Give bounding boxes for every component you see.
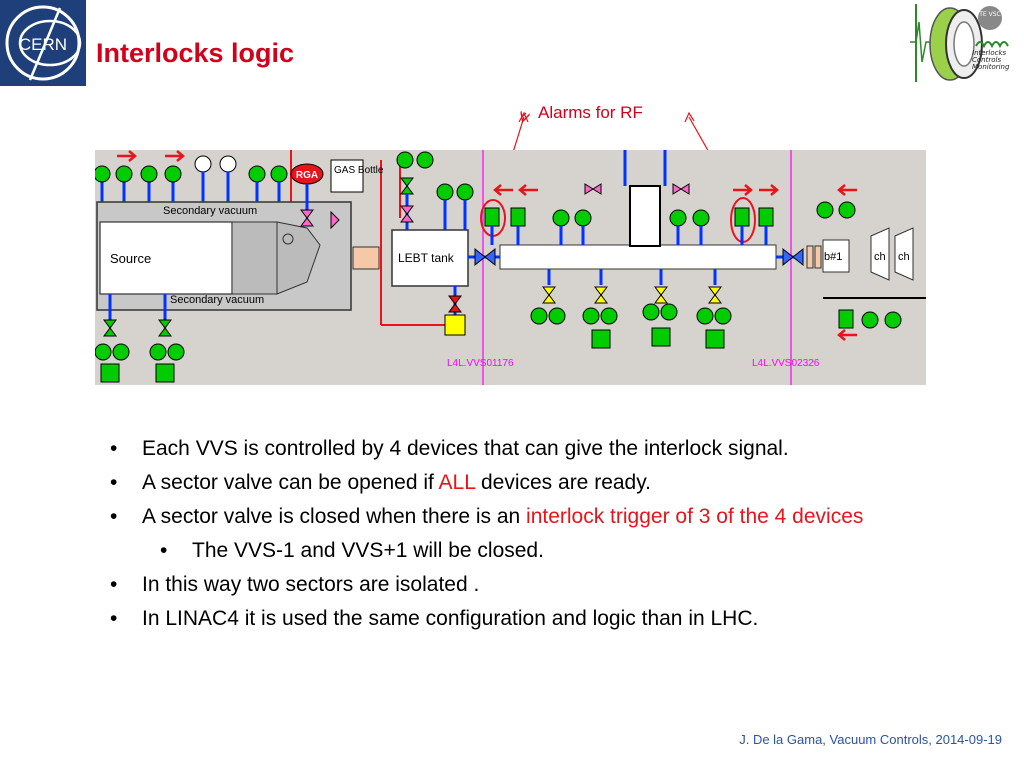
te-vsc-text: TE VSC	[978, 11, 1000, 18]
bullet-list: Each VVS is controlled by 4 devices that…	[110, 432, 950, 636]
vvs1-valve	[474, 247, 486, 267]
page-title: Interlocks logic	[96, 38, 295, 68]
bullet-item: The VVS-1 and VVS+1 will be closed.	[110, 534, 950, 568]
cern-logo: CERN	[0, 0, 86, 86]
bullet-text: A sector valve is closed when there is a…	[142, 505, 527, 528]
vacuum-synoptic: Secondary vacuum Secondary vacuum Source	[95, 150, 926, 385]
gas-label: GAS Bottle	[334, 165, 384, 176]
icm-logo-text: Interlocks Controls Monitoring	[972, 49, 1010, 71]
bullet-text-highlight: ALL	[438, 471, 476, 494]
vvs2-label: L4L.VVS02326	[752, 358, 820, 369]
ch1-label: ch	[874, 251, 886, 263]
vvs2-valve	[782, 247, 794, 267]
ch2-label: ch	[898, 251, 910, 263]
bullet-item: In this way two sectors are isolated .	[110, 568, 950, 602]
rga-label: RGA	[296, 170, 318, 181]
bullet-text: In this way two sectors are isolated .	[142, 573, 480, 596]
b1-label: b#1	[824, 251, 842, 263]
bullet-text: A sector valve can be opened if	[142, 471, 439, 494]
beam-pipe	[499, 244, 777, 270]
pump-groups-bottom	[530, 269, 732, 349]
alarms-for-rf-label: Alarms for RF	[538, 103, 643, 122]
footer-credit: J. De la Gama, Vacuum Controls, 2014-09-…	[739, 732, 1002, 747]
lebt-label: LEBT tank	[398, 251, 455, 265]
secondary-vacuum-top-label: Secondary vacuum	[163, 205, 257, 217]
bullet-item: A sector valve is closed when there is a…	[110, 500, 950, 534]
source-label: Source	[110, 251, 151, 266]
bullet-text: In LINAC4 it is used the same configurat…	[142, 607, 759, 630]
bullet-text-highlight: interlock trigger of 3 of the 4 devices	[526, 505, 864, 528]
bullet-item: In LINAC4 it is used the same configurat…	[110, 602, 950, 636]
icm-logo: TE VSC	[902, 2, 1020, 84]
bullet-text: The VVS-1 and VVS+1 will be closed.	[192, 539, 544, 562]
flange	[352, 246, 380, 270]
vvs1-label: L4L.VVS01176	[447, 358, 514, 369]
rf-alarm-devices-left	[480, 199, 526, 245]
bullet-item: A sector valve can be opened if ALL devi…	[110, 466, 950, 500]
bullet-item: Each VVS is controlled by 4 devices that…	[110, 432, 950, 466]
rf-alarm-devices-right	[730, 197, 774, 245]
secondary-vacuum-bottom-label: Secondary vacuum	[170, 294, 264, 306]
bullet-text: Each VVS is controlled by 4 devices that…	[142, 437, 789, 460]
bullet-text: devices are ready.	[475, 471, 652, 494]
cern-logo-text: CERN	[19, 35, 67, 54]
red-arrows-top	[117, 150, 857, 341]
gauge-group-top-left	[95, 155, 288, 202]
